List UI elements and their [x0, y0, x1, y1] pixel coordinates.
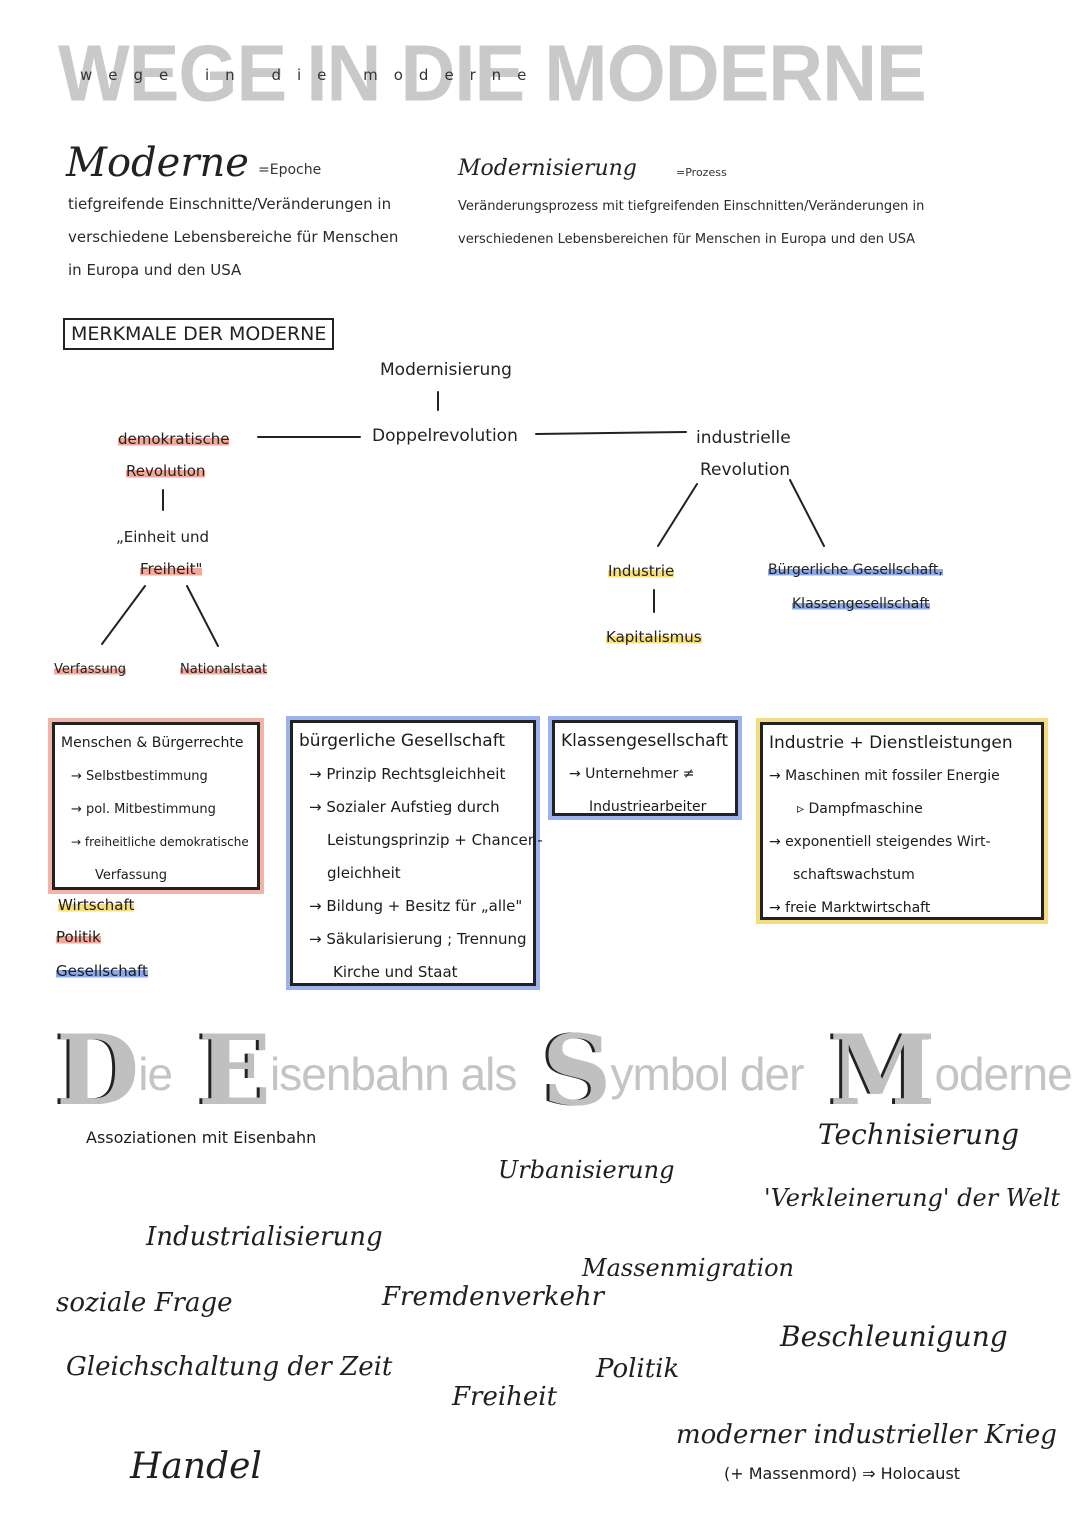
box-buergerrechte-title: Menschen & Bürgerrechte — [61, 735, 244, 751]
assoc-politik: Politik — [596, 1354, 680, 1384]
moderne-definition: tiefgreifende Einschnitte/Veränderungen … — [68, 195, 399, 279]
assoc-soziale-frage: soziale Frage — [56, 1288, 233, 1318]
box-buergerrechte: Menschen & Bürgerrechte → Selbstbestimmu… — [52, 722, 260, 890]
cap-m: M — [829, 1014, 935, 1127]
list-item: → freiheitliche demokratische — [71, 835, 249, 849]
assoc-krieg-note: (+ Massenmord) ⇒ Holocaust — [724, 1464, 961, 1483]
modernisierung-note: =Prozess — [676, 166, 727, 179]
assoc-heading: Assoziationen mit Eisenbahn — [86, 1128, 317, 1147]
list-item: Verfassung — [95, 868, 168, 883]
page-title: WEGE IN DIE MODERNE — [58, 28, 927, 119]
assoc-fremdenverkehr: Fremdenverkehr — [382, 1282, 605, 1312]
node-modernisierung: Modernisierung — [380, 360, 512, 380]
list-item: → Sozialer Aufstieg durch — [309, 798, 500, 816]
box-klassen-title: Klassengesellschaft — [561, 731, 728, 751]
list-item: → pol. Mitbestimmung — [71, 802, 216, 817]
assoc-handel: Handel — [130, 1446, 262, 1487]
list-item: → Maschinen mit fossiler Energie — [769, 768, 1000, 784]
legend-wirtschaft: Wirtschaft — [58, 896, 135, 914]
list-item: Leistungsprinzip + Chancen- — [327, 831, 543, 849]
tree-connectors — [101, 391, 825, 647]
assoc-gleichschaltung: Gleichschaltung der Zeit — [66, 1352, 393, 1382]
node-einheit: „Einheit und — [116, 528, 210, 546]
legend-politik: Politik — [56, 928, 101, 946]
node-revolution-demokratisch: Revolution — [126, 462, 206, 480]
box-buergerliche-gesellschaft: bürgerliche Gesellschaft → Prinzip Recht… — [290, 720, 543, 986]
assoc-urbanisierung: Urbanisierung — [498, 1156, 675, 1184]
box-klassengesellschaft: Klassengesellschaft → Unternehmer ≠ Indu… — [552, 720, 738, 816]
legend-gesellschaft: Gesellschaft — [56, 962, 148, 980]
list-item: → Unternehmer ≠ — [569, 766, 695, 782]
box-industrie-title: Industrie + Dienstleistungen — [769, 733, 1013, 753]
moderne-note: =Epoche — [258, 162, 322, 178]
node-buergerliche-gesellschaft: Bürgerliche Gesellschaft, — [768, 562, 943, 578]
node-freiheit: Freiheit" — [140, 560, 203, 578]
assoc-industrialisierung: Industrialisierung — [146, 1222, 383, 1252]
node-demokratische: demokratische — [118, 430, 230, 448]
eisenbahn-heading: Die Eisenbahn als Symbol der Moderne — [56, 1000, 1073, 1127]
node-industrie: Industrie — [608, 562, 675, 580]
moderne-heading: Moderne — [66, 140, 249, 186]
list-item: → freie Marktwirtschaft — [769, 900, 931, 916]
heading-part: ymbol der — [610, 1048, 804, 1100]
node-industrielle: industrielle — [696, 428, 791, 448]
assoc-technisierung: Technisierung — [818, 1118, 1020, 1151]
list-item: → exponentiell steigendes Wirt- — [769, 834, 991, 850]
list-item: gleichheit — [327, 864, 401, 882]
list-item: → Prinzip Rechtsgleichheit — [309, 765, 506, 783]
list-item: → Bildung + Besitz für „alle" — [309, 897, 523, 915]
node-revolution-industriell: Revolution — [700, 460, 791, 480]
node-verfassung: Verfassung — [54, 662, 127, 677]
list-item: Kirche und Staat — [333, 963, 458, 981]
node-nationalstaat: Nationalstaat — [180, 662, 268, 677]
cap-s: S — [542, 1014, 611, 1127]
assoc-massenmigration: Massenmigration — [582, 1254, 794, 1282]
assoc-krieg: moderner industrieller Krieg — [676, 1420, 1057, 1450]
box-industrie-dienstleistungen: Industrie + Dienstleistungen → Maschinen… — [760, 722, 1044, 920]
merkmale-label: MERKMALE DER MODERNE — [63, 318, 335, 350]
node-kapitalismus: Kapitalismus — [606, 628, 702, 646]
heading-part: oderne — [934, 1048, 1072, 1100]
cap-d: D — [56, 1014, 139, 1127]
list-item: → Säkularisierung ; Trennung — [309, 930, 527, 948]
page-subtitle: wege in die moderne — [80, 66, 543, 84]
modernisierung-definition: Veränderungsprozess mit tiefgreifenden E… — [458, 199, 925, 247]
cap-e: E — [197, 1014, 271, 1127]
node-klassengesellschaft: Klassengesellschaft — [792, 596, 930, 612]
node-doppelrevolution: Doppelrevolution — [372, 426, 518, 446]
list-item: ▹ Dampfmaschine — [797, 801, 923, 817]
assoc-freiheit: Freiheit — [452, 1382, 558, 1412]
heading-part: ie — [138, 1048, 173, 1100]
assoc-beschleunigung: Beschleunigung — [780, 1320, 1008, 1353]
modernisierung-heading: Modernisierung — [458, 156, 637, 181]
box-gesellschaft-title: bürgerliche Gesellschaft — [299, 731, 506, 751]
list-item: → Selbstbestimmung — [71, 769, 208, 784]
heading-part: isenbahn als — [270, 1048, 517, 1100]
list-item: schaftswachstum — [793, 867, 915, 883]
assoc-verkleinerung: 'Verkleinerung' der Welt — [764, 1184, 1061, 1212]
list-item: Industriearbeiter — [589, 799, 707, 815]
